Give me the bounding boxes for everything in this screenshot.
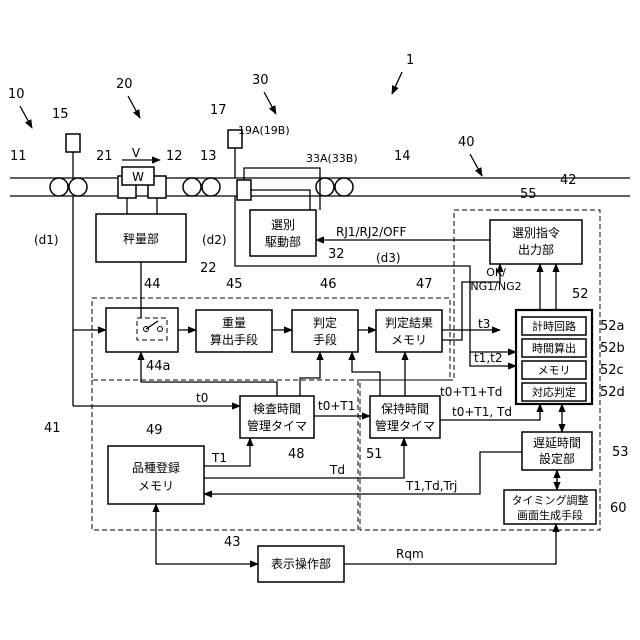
flap-link-33 [244, 168, 320, 210]
ref-14: 14 [394, 149, 411, 164]
ref-12: 12 [166, 149, 183, 164]
sig-t0T1Td2: t0+T1, Td [452, 405, 512, 419]
ref-52d: 52d [600, 385, 625, 400]
ref-22: 22 [200, 261, 217, 276]
ref-19: 19A(19B) [238, 124, 290, 137]
judge-mem-line2: メモリ [391, 333, 427, 347]
product-mem-block [108, 446, 204, 504]
sig-d1: (d1) [34, 233, 59, 247]
ref-43: 43 [224, 535, 241, 550]
judge-line2: 手段 [313, 332, 337, 347]
ref-44: 44 [144, 277, 161, 292]
sig-t1t2: t1,t2 [474, 351, 503, 365]
ref-40: 40 [458, 135, 475, 150]
sub-judge-label: 対応判定 [532, 385, 576, 399]
weight-calc-line2: 算出手段 [210, 332, 258, 347]
ref-45: 45 [226, 277, 243, 292]
sig-ng: NG1/NG2 [470, 280, 521, 293]
ref-30: 30 [252, 73, 269, 88]
judge-mem-line1: 判定結果 [385, 315, 433, 330]
ref-11: 11 [10, 149, 27, 164]
ref-52c: 52c [600, 363, 624, 378]
display-label: 表示操作部 [271, 556, 331, 571]
ref-15: 15 [52, 107, 69, 122]
weight-calc-line1: 重量 [222, 316, 246, 330]
ref-60: 60 [610, 501, 627, 516]
ref-10: 10 [8, 87, 25, 102]
ref-48: 48 [288, 447, 305, 462]
timing-gen-line2: 画面生成手段 [517, 508, 583, 522]
ref-52a: 52a [600, 319, 625, 334]
ref-55: 55 [520, 187, 537, 202]
judge-line1: 判定 [313, 315, 337, 330]
ref-41: 41 [44, 421, 61, 436]
ref-33: 33A(33B) [306, 152, 358, 165]
speed-label: V [132, 146, 141, 160]
sorter-line1: 選別 [271, 218, 295, 232]
delay-set-line1: 遅延時間 [533, 436, 581, 450]
sig-t0T1: t0+T1 [318, 399, 355, 413]
ref-52: 52 [572, 287, 589, 302]
sig-ok: OK/ [486, 266, 506, 279]
ref-32: 32 [328, 247, 345, 262]
sig-T1TdTrj: T1,Td,Trj [405, 479, 457, 493]
timing-gen-line1: タイミング調整 [512, 493, 589, 507]
sort-cmd-line2: 出力部 [518, 242, 554, 257]
ref-47: 47 [416, 277, 433, 292]
ref-17: 17 [210, 103, 227, 118]
weigher-label: 秤量部 [123, 231, 159, 246]
delay-set-line2: 設定部 [539, 451, 575, 466]
sorter-line2: 駆動部 [265, 234, 301, 249]
ref-52b: 52b [600, 341, 625, 356]
sig-t0: t0 [196, 391, 208, 405]
sig-Td: Td [329, 463, 345, 477]
sig-Rqm: Rqm [396, 547, 424, 561]
sub-mem-label: メモリ [538, 364, 571, 377]
sig-d3: (d3) [376, 251, 401, 265]
ref-20: 20 [116, 77, 133, 92]
insp-timer-line1: 検査時間 [253, 402, 301, 416]
sorter-drive-block [250, 210, 316, 256]
sig-d2: (d2) [202, 233, 227, 247]
sig-rj: RJ1/RJ2/OFF [336, 225, 406, 239]
sort-cmd-line1: 選別指令 [512, 225, 560, 240]
ref-53: 53 [612, 445, 629, 460]
ref-13: 13 [200, 149, 217, 164]
ref-51: 51 [366, 447, 383, 462]
hold-timer-line2: 管理タイマ [375, 418, 435, 433]
ref-49: 49 [146, 423, 163, 438]
ref-42: 42 [560, 173, 577, 188]
flap-19 [237, 180, 251, 200]
ref-44a: 44a [146, 359, 171, 374]
sub-clock-label: 計時回路 [532, 319, 576, 333]
article-label: W [132, 170, 144, 184]
product-mem-line2: メモリ [138, 479, 174, 493]
product-mem-line1: 品種登録 [132, 460, 180, 475]
sig-T1: T1 [211, 451, 227, 465]
hold-timer-line1: 保持時間 [381, 401, 429, 416]
ref-21: 21 [96, 149, 113, 164]
sig-t0T1Td: t0+T1+Td [440, 385, 502, 399]
sub-calc-label: 時間算出 [532, 341, 576, 355]
sensor-15 [66, 134, 80, 152]
ref-1: 1 [406, 53, 414, 68]
insp-timer-line2: 管理タイマ [247, 418, 307, 433]
ref-46: 46 [320, 277, 337, 292]
sig-t3: t3 [478, 317, 490, 331]
